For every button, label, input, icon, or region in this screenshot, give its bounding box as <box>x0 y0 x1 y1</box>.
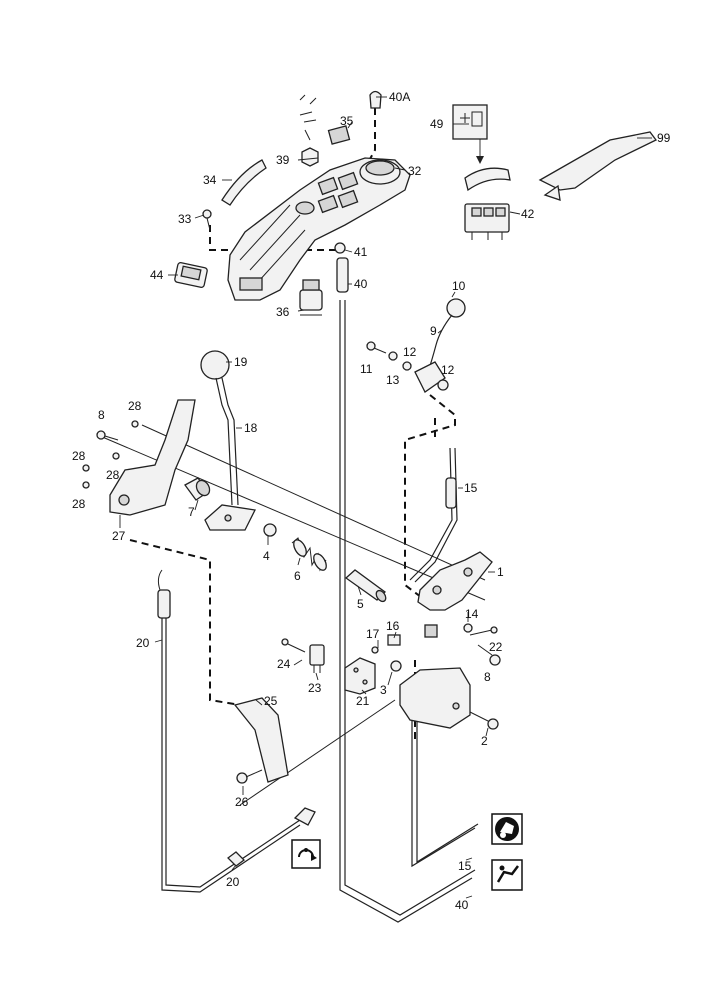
callout-9: 9 <box>430 324 437 338</box>
cap-35 <box>327 125 351 145</box>
plate-21 <box>344 657 376 695</box>
leader-lines <box>119 96 652 899</box>
callout-23: 23 <box>308 681 322 695</box>
screw-24 <box>281 638 306 653</box>
bracket-1 <box>417 551 493 611</box>
callout-1: 1 <box>497 565 504 579</box>
screws-28 <box>82 420 139 489</box>
washer-41 <box>334 242 346 254</box>
callout-28-d: 28 <box>72 497 86 511</box>
spring-6 <box>291 537 327 572</box>
bolt-11 <box>366 341 387 354</box>
console-panel <box>227 157 411 301</box>
bracket-27 <box>109 399 196 516</box>
switch-44 <box>174 262 208 288</box>
callout-14: 14 <box>465 607 479 621</box>
callout-27: 27 <box>112 529 126 543</box>
callout-7: 7 <box>188 505 195 519</box>
callout-21: 21 <box>356 694 370 708</box>
switch-42 <box>464 167 511 240</box>
shift-lever-18 <box>200 350 256 531</box>
callout-13: 13 <box>386 373 400 387</box>
callout-19: 19 <box>234 355 248 369</box>
callout-8-top: 8 <box>98 408 105 422</box>
cable-end-40 <box>336 257 349 293</box>
callout-26: 26 <box>235 795 249 809</box>
callout-34: 34 <box>203 173 217 187</box>
callout-10: 10 <box>452 279 466 293</box>
callout-40-top: 40 <box>354 277 368 291</box>
washer-14 <box>463 623 473 633</box>
lever-9 <box>414 298 466 393</box>
callout-20-top: 20 <box>136 636 150 650</box>
callout-28-b: 28 <box>72 449 86 463</box>
bracket-25 <box>233 697 289 783</box>
cable-20-upper-end <box>157 569 171 619</box>
screw-33 <box>202 209 212 231</box>
nut-39 <box>301 147 319 167</box>
tractor-icon <box>491 813 523 845</box>
washer-12a <box>402 361 412 371</box>
pin-22 <box>469 626 498 636</box>
callout-24: 24 <box>277 657 291 671</box>
mounting-bracket-2 <box>399 667 471 729</box>
knob-40A <box>369 90 382 109</box>
sensor-36 <box>299 279 323 316</box>
clip-16 <box>387 624 438 646</box>
trim-strip <box>221 159 267 206</box>
callout-42: 42 <box>521 207 535 221</box>
callout-12b: 12 <box>441 363 455 377</box>
cable-20-lower-end <box>227 807 316 867</box>
washer-4 <box>263 523 277 537</box>
callout-11: 11 <box>360 362 373 376</box>
bushing-7 <box>184 477 211 501</box>
callout-28-c: 28 <box>106 468 120 482</box>
callout-15-bottom: 15 <box>458 859 472 873</box>
callout-39: 39 <box>276 153 290 167</box>
callout-49: 49 <box>430 117 444 131</box>
callout-22: 22 <box>489 640 503 654</box>
callout-36: 36 <box>276 305 290 319</box>
callout-35: 35 <box>340 114 354 128</box>
switch-top <box>299 94 317 141</box>
washer-3 <box>390 660 402 672</box>
callout-41: 41 <box>354 245 368 259</box>
callout-6: 6 <box>294 569 301 583</box>
sleeve-5 <box>344 569 387 603</box>
tool-99 <box>538 131 657 201</box>
callout-18: 18 <box>244 421 258 435</box>
callout-5: 5 <box>357 597 364 611</box>
callout-20-bottom: 20 <box>226 875 240 889</box>
callout-8-right: 8 <box>484 670 491 684</box>
bolt-26 <box>236 769 263 784</box>
callout-28-a: 28 <box>128 399 142 413</box>
callout-44: 44 <box>150 268 164 282</box>
decal-49 <box>452 104 488 164</box>
bolt-8-right <box>477 644 501 666</box>
callout-2: 2 <box>481 734 488 748</box>
washer-13 <box>388 351 398 361</box>
callout-40-bottom: 40 <box>455 898 469 912</box>
cable-15-mid <box>445 477 457 509</box>
callout-25: 25 <box>264 694 278 708</box>
callout-40A: 40A <box>389 90 410 104</box>
callout-16: 16 <box>386 619 400 633</box>
callout-3: 3 <box>380 683 387 697</box>
callout-32: 32 <box>408 164 422 178</box>
callout-15-mid: 15 <box>464 481 478 495</box>
switch-23 <box>309 644 325 673</box>
range-icon <box>491 859 523 891</box>
callout-17: 17 <box>366 627 380 641</box>
callout-12a: 12 <box>403 345 417 359</box>
callout-33: 33 <box>178 212 192 226</box>
callout-labels: 40A 35 39 32 34 33 41 40 44 36 49 99 42 … <box>72 90 671 912</box>
callout-99: 99 <box>657 131 671 145</box>
callout-4: 4 <box>263 549 270 563</box>
bolt-2 <box>469 711 499 730</box>
bolt-8-top <box>96 430 119 441</box>
pto-rotation-icon <box>291 839 321 869</box>
screw-17 <box>371 646 379 654</box>
